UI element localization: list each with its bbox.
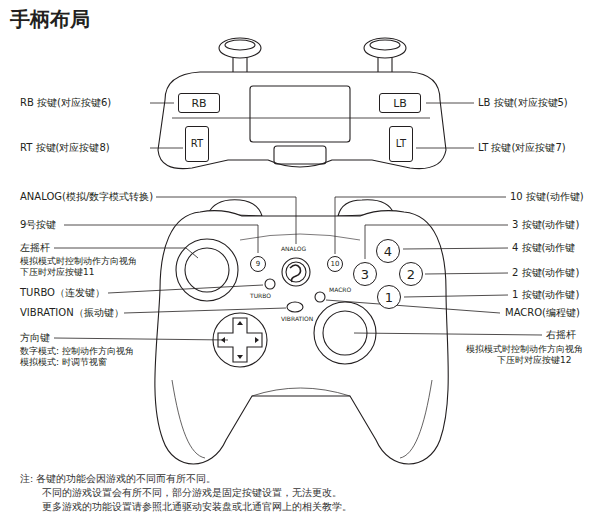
callout-label: 左摇杆 [20,242,50,254]
button-label: RB [191,98,206,109]
callout-label: 1 按键(动作键) [512,289,579,301]
callout-label: MACRO(编程键) [505,307,580,319]
callout-label: 10 按键(动作键) [510,191,584,203]
callout-label: ANALOG(模拟/数字模式转换) [20,191,153,203]
callout-label: RT 按键(对应按键8) [20,142,110,154]
callout-label: TURBO（连发键） [20,287,105,299]
callout-label: 3 按键(动作键) [512,219,579,231]
shoulder-button: RB [178,93,220,113]
note-text: 注: 各键的功能会因游戏的不同而有所不同。 [20,474,216,485]
callout-label: 下压时对应按键12 [497,355,571,365]
callout-label: 数字模式: 控制动作方向视角 [20,346,134,356]
page-title: 手柄布局 [10,8,90,31]
shoulder-button: LB [379,93,421,113]
front-view [155,200,448,464]
button-label: 2 [407,268,415,281]
note-text: 不同的游戏设置会有所不同，部分游戏是固定按键设置，无法更改。 [42,488,342,499]
callout-label: 9号按键 [20,219,56,231]
button-label: 1 [385,291,393,304]
callout-label: VIBRATION（振动键） [20,307,124,319]
callout-label: RB 按键(对应按键6) [20,97,111,109]
callout-label: LT 按键(对应按键7) [478,142,566,154]
action-button: 9 [250,256,266,272]
button-marking: VIBRATION [281,316,313,323]
button-label: 3 [361,268,369,281]
action-button: 2 [399,262,423,286]
shoulder-button: RT [185,126,209,162]
button-marking: TURBO [250,293,271,300]
callout-label: 4 按键(动作键 [512,242,575,254]
action-button: 1 [377,285,401,309]
button-marking: MACRO [329,287,351,294]
callout-label: LB 按键(对应按键5) [478,97,568,109]
callout-label: 2 按键(动作键) [512,267,579,279]
action-button: 3 [353,262,377,286]
button-label: RT [191,139,203,149]
button-label: 4 [384,245,392,258]
callout-label: 模拟模式: 时调节视窗 [20,357,107,367]
callout-label: 下压时对应按键11 [20,267,94,277]
button-label: 10 [331,261,340,268]
callout-label: 方向键 [20,332,50,344]
action-button: 10 [327,256,343,272]
action-button: 4 [376,239,400,263]
button-label: LB [393,98,407,109]
top-view [158,38,446,169]
note-text: 更多游戏的功能设置请参照北通驱动安装盘或北通官网上的相关教学。 [42,502,352,513]
button-marking: ANALOG [281,246,306,253]
leader-lines [54,103,542,340]
button-label: LT [396,139,406,149]
button-label: 9 [256,261,260,268]
shoulder-button: LT [389,126,413,162]
callout-label: 模拟模式时控制动作方向视角 [20,256,137,266]
callout-label: 模拟模式时控制动作方向视角 [466,344,583,354]
callout-label: 右摇杆 [546,329,576,341]
